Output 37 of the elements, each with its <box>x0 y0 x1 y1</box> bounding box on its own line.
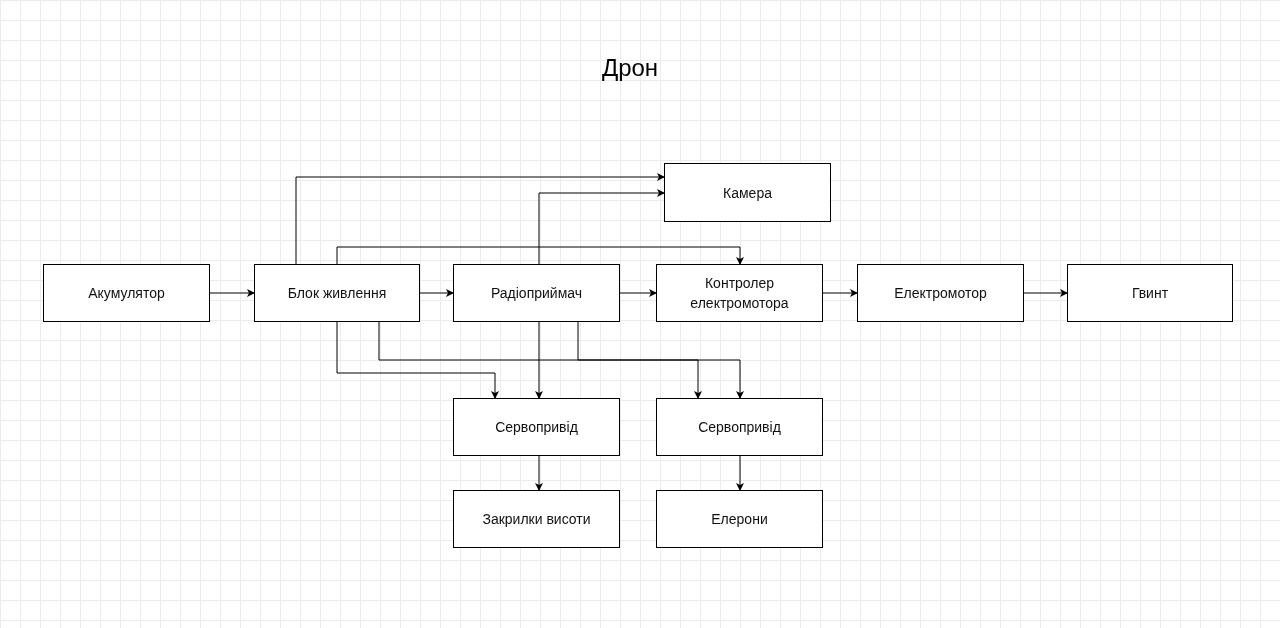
arrow <box>535 321 543 399</box>
arrow <box>378 321 702 399</box>
process-box <box>857 264 1024 322</box>
arrow <box>1023 289 1068 297</box>
process-box <box>453 398 620 456</box>
box-label: Гвинт <box>1131 284 1169 303</box>
arrow <box>736 455 744 491</box>
process-box <box>453 490 620 548</box>
box-label: Елерони <box>711 510 768 529</box>
process-box <box>254 264 420 322</box>
process-box <box>664 163 831 222</box>
box-label: Акумулятор <box>88 284 165 303</box>
arrow <box>538 189 665 265</box>
box-label: Контролер електромотора <box>689 274 790 313</box>
arrow <box>336 246 744 265</box>
arrow <box>822 289 858 297</box>
arrow <box>419 289 454 297</box>
process-box <box>1067 264 1233 322</box>
arrow <box>336 321 499 399</box>
arrow <box>535 455 543 491</box>
box-label: Камера <box>723 183 772 203</box>
arrow <box>619 289 657 297</box>
process-box <box>656 398 823 456</box>
process-box <box>453 264 620 322</box>
box-label: Сервопривід <box>698 418 781 437</box>
box-label: Закрилки висоти <box>482 510 591 529</box>
process-box <box>43 264 210 322</box>
arrow <box>209 289 255 297</box>
process-box <box>656 490 823 548</box>
box-label: Блок живлення <box>287 284 387 303</box>
process-box <box>656 264 823 322</box>
arrow <box>577 321 744 399</box>
box-label: Радіоприймач <box>490 284 583 303</box>
diagram-title: Дрон <box>600 53 660 83</box>
box-label: Сервопривід <box>495 418 578 437</box>
box-label: Електромотор <box>894 284 987 303</box>
arrow <box>295 173 665 265</box>
